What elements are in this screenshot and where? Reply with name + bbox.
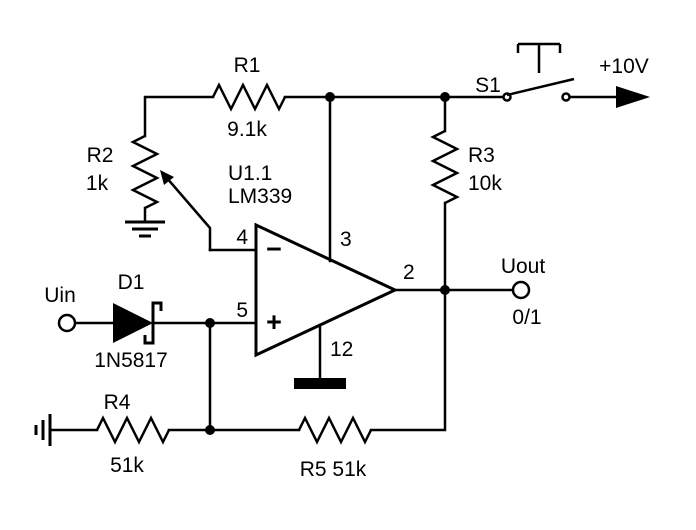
junction-dot bbox=[440, 285, 450, 295]
uin-label: Uin bbox=[44, 284, 76, 307]
resistor-r3: R3 10k bbox=[430, 129, 502, 205]
opamp-designator: U1.1 bbox=[228, 162, 272, 185]
junction-dot bbox=[205, 318, 215, 328]
resistor-r1-label: R1 bbox=[234, 54, 261, 77]
switch-s1: S1 bbox=[475, 42, 575, 102]
supply-terminal: +10V bbox=[599, 55, 650, 108]
wires bbox=[48, 95, 624, 432]
resistor-r1: R1 9.1k bbox=[211, 54, 287, 141]
pin-4-label: 4 bbox=[236, 226, 248, 249]
resistor-r3-value: 10k bbox=[468, 172, 502, 195]
junction-dot bbox=[325, 92, 335, 102]
ground-symbol-r4 bbox=[34, 414, 52, 446]
diode-d1-part: 1N5817 bbox=[94, 349, 168, 372]
resistor-r5-body bbox=[297, 415, 373, 445]
uout-label: Uout bbox=[501, 255, 546, 278]
resistor-r4-label: R4 bbox=[104, 391, 131, 414]
opamp-u1-triangle bbox=[254, 222, 399, 358]
pin-2-label: 2 bbox=[403, 261, 415, 284]
wire-r5-to-output bbox=[369, 288, 447, 432]
potentiometer-r2: R2 1k bbox=[86, 134, 212, 252]
resistor-r5-label: R5 51k bbox=[300, 458, 367, 481]
resistor-r1-body bbox=[211, 82, 287, 112]
ground-symbol-r2 bbox=[125, 206, 165, 238]
resistor-r4: R4 51k bbox=[95, 391, 171, 477]
pin-5-label: 5 bbox=[236, 299, 248, 322]
potentiometer-r2-wiper-wire bbox=[164, 175, 212, 252]
output-terminal: Uout 0/1 bbox=[501, 255, 546, 329]
junction-dots bbox=[205, 92, 450, 435]
resistor-r3-body bbox=[430, 129, 460, 205]
junction-dot bbox=[205, 425, 215, 435]
uin-terminal-circle bbox=[57, 313, 77, 333]
input-terminal: Uin bbox=[44, 284, 77, 333]
uout-terminal-circle bbox=[511, 280, 531, 300]
switch-s1-lever bbox=[506, 77, 575, 97]
diode-d1-label: D1 bbox=[118, 271, 145, 294]
diode-d1: D1 1N5817 bbox=[94, 271, 168, 372]
diode-d1-schottky-bar bbox=[143, 301, 163, 345]
pin-3-label: 3 bbox=[340, 228, 352, 251]
resistor-r1-value: 9.1k bbox=[227, 118, 267, 141]
wire-r1-to-r2 bbox=[143, 95, 215, 138]
opamp-ground-bar bbox=[294, 378, 346, 389]
potentiometer-r2-wiper-arrow bbox=[160, 170, 174, 185]
diode-d1-triangle bbox=[113, 303, 153, 343]
opamp-u1: − + U1.1 LM339 4 5 3 2 12 bbox=[228, 162, 415, 389]
resistor-r4-body bbox=[95, 415, 171, 445]
opamp-plus-input-sign: + bbox=[266, 307, 282, 337]
potentiometer-r2-body bbox=[130, 134, 160, 210]
switch-s1-right-contact bbox=[561, 92, 571, 102]
switch-s1-label: S1 bbox=[475, 74, 501, 97]
pin-12-label: 12 bbox=[330, 338, 353, 361]
supply-arrow-icon bbox=[616, 86, 650, 108]
uout-levels-label: 0/1 bbox=[512, 306, 541, 329]
resistor-r4-value: 51k bbox=[110, 454, 144, 477]
supply-voltage-label: +10V bbox=[599, 55, 649, 78]
potentiometer-r2-label: R2 bbox=[87, 144, 114, 167]
opamp-minus-input-sign: − bbox=[266, 234, 282, 264]
opamp-part-number: LM339 bbox=[228, 185, 292, 208]
resistor-r3-label: R3 bbox=[468, 144, 495, 167]
potentiometer-r2-value: 1k bbox=[86, 172, 109, 195]
resistor-r5: R5 51k bbox=[297, 415, 373, 481]
junction-dot bbox=[440, 92, 450, 102]
